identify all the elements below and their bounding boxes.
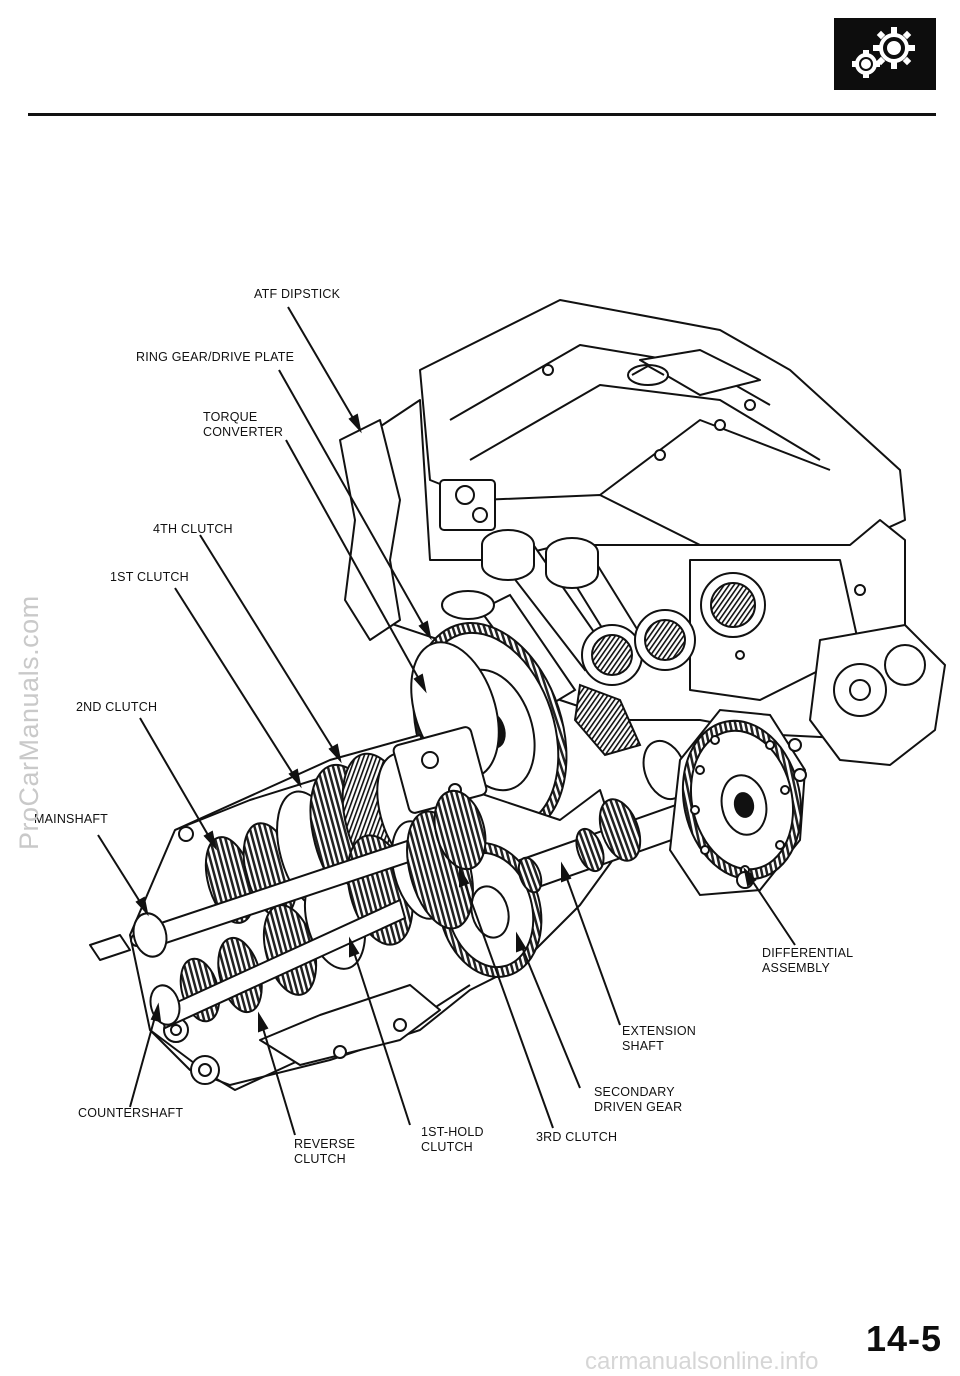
label-secondary-driven-gear: SECONDARY DRIVEN GEAR [594,1085,683,1114]
label-2nd-clutch: 2ND CLUTCH [76,700,158,714]
label-torque-converter: TORQUE CONVERTER [203,410,284,439]
label-1st-clutch: 1ST CLUTCH [110,570,189,584]
label-1st-hold-clutch: 1ST-HOLD CLUTCH [421,1125,484,1154]
differential-assembly [668,708,807,897]
watermark-bottom: carmanualsonline.info [585,1348,819,1375]
label-ring-gear-drive-plate: RING GEAR/DRIVE PLATE [136,350,295,364]
watermark-side: ProCarManuals.com [14,595,44,850]
leader-lines [97,306,796,1136]
extension-shaft [517,739,702,894]
page-number: 14-5 [866,1318,943,1359]
label-extension-shaft: EXTENSION SHAFT [622,1024,697,1053]
piston-assembly [441,529,766,757]
label-4th-clutch: 4TH CLUTCH [153,522,233,536]
label-differential-assembly: DIFFERENTIAL ASSEMBLY [762,946,854,975]
header-rule [28,113,936,116]
gear-sets [132,726,488,1030]
label-reverse-clutch: REVERSE CLUTCH [294,1137,356,1166]
label-mainshaft: MAINSHAFT [34,812,109,826]
label-countershaft: COUNTERSHAFT [78,1106,184,1120]
label-3rd-clutch: 3RD CLUTCH [536,1130,618,1144]
label-atf-dipstick: ATF DIPSTICK [254,287,341,301]
gears-icon [834,18,936,90]
